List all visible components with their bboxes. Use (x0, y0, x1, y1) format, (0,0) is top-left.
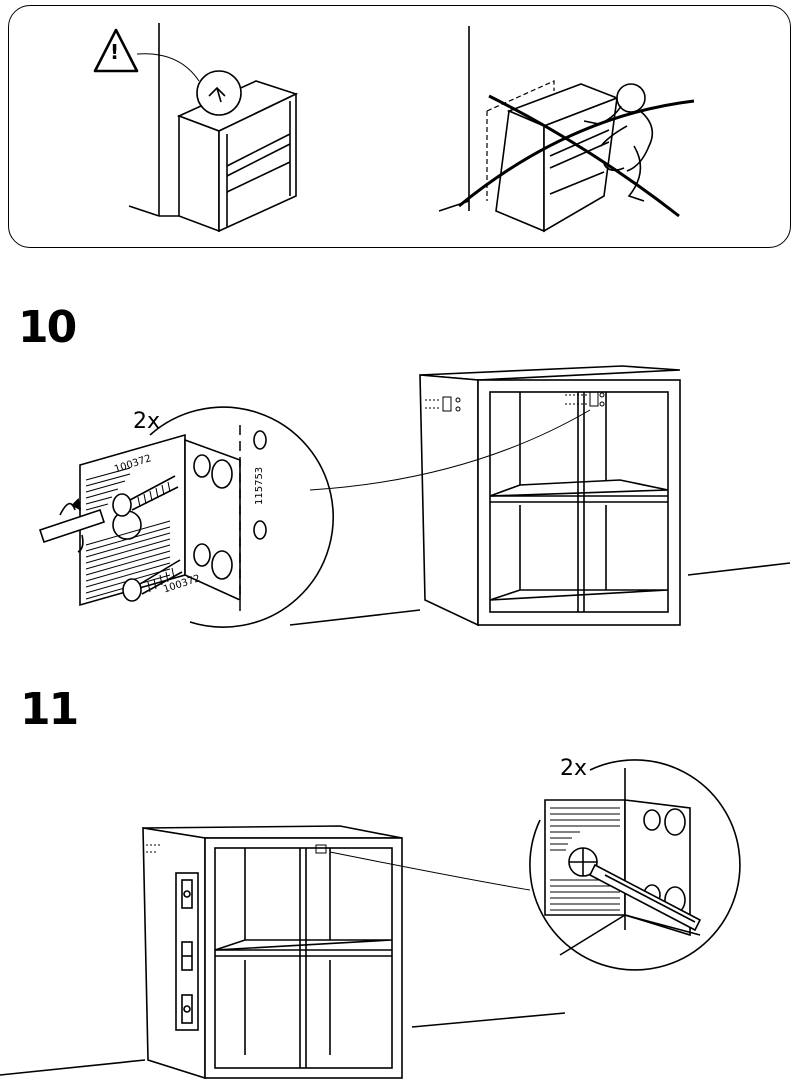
pencil-icon (588, 863, 702, 932)
screwdriver-icon (38, 497, 106, 553)
spirit-level-icon (175, 872, 199, 1031)
shelf-anchored-illustration (176, 70, 299, 233)
step-number-10: 10 (18, 302, 77, 353)
warning-illustration (93, 23, 695, 233)
step-10-detail-circle (38, 406, 334, 628)
warning-exclamation: ! (110, 40, 120, 64)
screw-upper (112, 475, 179, 517)
kallax-shelf-step10 (419, 365, 681, 627)
screw-lower (122, 559, 183, 602)
step-10-quantity: 2x (133, 409, 161, 434)
step-11-quantity: 2x (560, 756, 588, 781)
warning-panel: ! (8, 5, 791, 248)
step-number-11: 11 (20, 684, 79, 735)
kallax-shelf-step11 (142, 825, 403, 1080)
step-11-detail-circle (529, 759, 741, 971)
no-climbing-icon (438, 80, 695, 233)
warning-triangle-icon (93, 28, 139, 73)
